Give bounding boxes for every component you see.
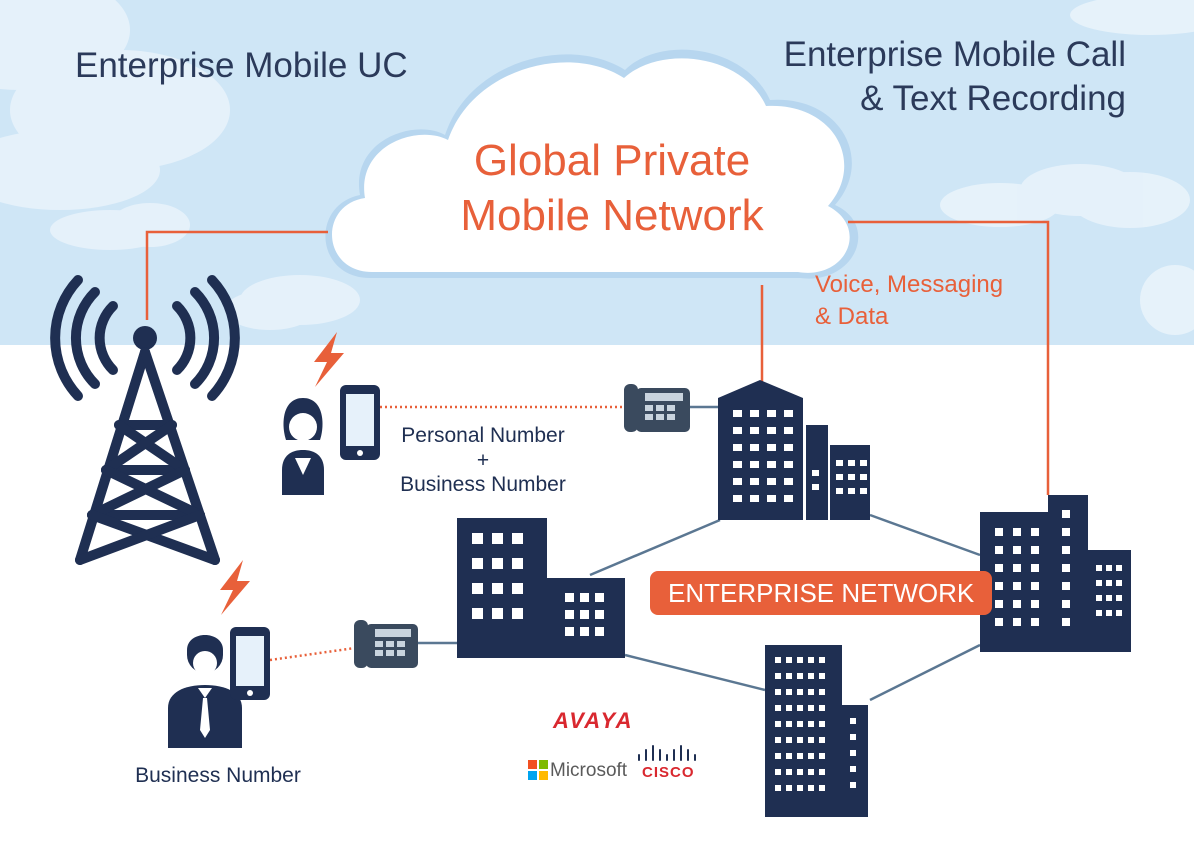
smartphone-icon [340, 385, 380, 460]
cisco-logo-icon [638, 745, 696, 761]
background-clouds [0, 0, 1194, 335]
office-building-icon [718, 380, 870, 520]
main-cloud-shape [325, 49, 859, 279]
enterprise-network-badge: ENTERPRISE NETWORK [650, 571, 993, 615]
smartphone-icon [230, 627, 270, 700]
cloud-links [145, 220, 1050, 495]
personal-number-label: Personal Number [401, 424, 565, 447]
man-user-icon [168, 635, 242, 748]
dotted-links [269, 405, 625, 662]
link-note-line1: Voice, Messaging [815, 271, 1004, 298]
right-header-line1: Enterprise Mobile Call [783, 35, 1126, 74]
enterprise-network-links [418, 405, 981, 702]
avaya-logo-text: AVAYA [553, 708, 634, 733]
plus-label: + [476, 449, 490, 472]
office-building-icon [457, 518, 625, 658]
cloud-title-line1: Global Private [473, 136, 751, 185]
microsoft-logo-text: Microsoft [550, 760, 628, 781]
office-building-icon [765, 645, 868, 817]
link-note-line2: & Data [815, 303, 889, 330]
left-header-title: Enterprise Mobile UC [75, 46, 408, 85]
desk-phone-icon [624, 384, 690, 432]
business-number-label: Business Number [400, 473, 566, 496]
cisco-logo-text: CISCO [642, 764, 695, 781]
lightning-icon [220, 560, 250, 615]
man-business-number-label: Business Number [135, 764, 301, 787]
microsoft-logo-icon [528, 760, 548, 780]
radio-tower-icon [50, 275, 240, 565]
desk-phone-icon [354, 620, 418, 668]
lightning-icon [314, 332, 344, 387]
office-building-icon [980, 495, 1131, 652]
right-header-line2: & Text Recording [860, 79, 1126, 118]
cloud-title-line2: Mobile Network [460, 191, 764, 240]
woman-user-icon [282, 398, 324, 495]
